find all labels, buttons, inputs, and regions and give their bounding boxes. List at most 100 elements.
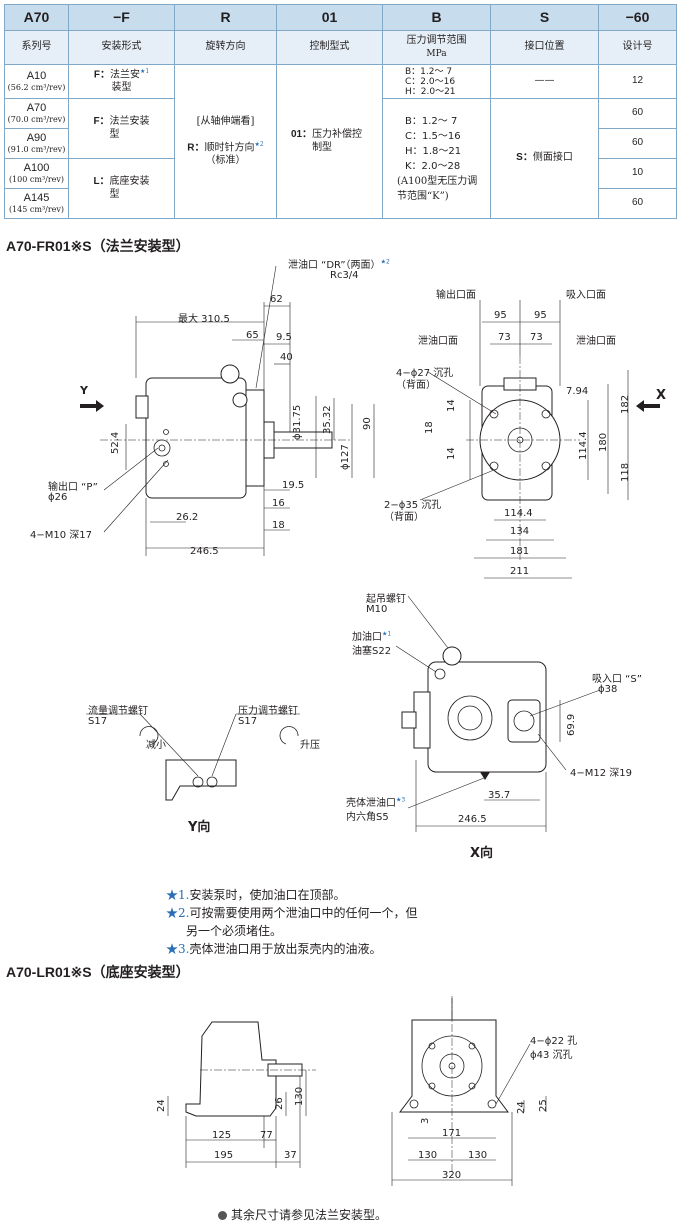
dim-211: 211 (510, 566, 530, 577)
dim-52-4: 52.4 (110, 431, 121, 454)
dim-9-5: 9.5 (276, 332, 292, 343)
dim-246-5: 246.5 (190, 546, 219, 557)
dim-125: 125 (212, 1130, 232, 1141)
y-view-caption: Y向 (188, 820, 211, 835)
phi26-label: ϕ26 (48, 492, 68, 503)
dim-114-4-vertical: 114.4 (578, 431, 589, 460)
drain-face-right-label: 泄油口面 (576, 336, 616, 347)
header-design: 设计号 (598, 30, 677, 65)
dim-26-2: 26.2 (176, 512, 199, 523)
dim-73-left: 73 (498, 332, 511, 343)
hex-label: 内六角S5 (346, 812, 389, 823)
dim-18: 18 (272, 520, 285, 531)
dim-95-left: 95 (494, 310, 507, 321)
dim-35-32: 35.32 (322, 405, 333, 434)
dim-phi127: ϕ127 (340, 444, 351, 470)
dim-14-bottom: 14 (446, 447, 457, 460)
dim-130-left: 130 (418, 1150, 438, 1161)
code-control: 01 (276, 4, 383, 31)
hole-27-sub-label: （背面） (396, 380, 436, 391)
dim-114-4-horizontal: 114.4 (504, 508, 533, 519)
dim-180: 180 (598, 432, 609, 452)
drain-dr-label: 泄油口 “DR”（两面）★2 (288, 258, 390, 271)
dim-phi31-75: ϕ31.75 (292, 404, 303, 440)
dim-195: 195 (214, 1150, 234, 1161)
pressure-screw-label: 压力调节螺钉 (238, 706, 298, 717)
model-a145: A145(145 cm³/rev) (4, 188, 69, 219)
bullet-icon (218, 1211, 227, 1220)
header-series: 系列号 (4, 30, 69, 65)
rotation-cell: [从轴伸端看] R：顺时针方向★2 （标准） (174, 64, 277, 219)
hole-35-sub-label: （背面） (384, 512, 424, 523)
dim-max-length: 最大 310.5 (178, 314, 230, 325)
header-control: 控制型式 (276, 30, 383, 65)
section-title-base: A70-LR01※S（底座安装型） (6, 964, 190, 980)
code-port: S (490, 4, 599, 31)
model-a90: A90(91.0 cm³/rev) (4, 128, 69, 159)
inlet-s-label: 吸入口 “S” (592, 674, 642, 685)
pressure-screw-size: S17 (238, 716, 258, 727)
dim-18: 18 (424, 421, 435, 434)
dim-35-7: 35.7 (488, 790, 511, 801)
side-view-drawing (80, 265, 660, 556)
dim-40: 40 (280, 352, 293, 363)
dim-118: 118 (620, 462, 631, 482)
note-item: ★1.安装泵时，使加油口在顶部。 (166, 888, 346, 902)
model-a70: A70(70.0 cm³/rev) (4, 98, 69, 129)
hole-35-label: 2−ϕ35 沉孔 (384, 500, 442, 511)
dim-24-front: 24 (516, 1101, 527, 1114)
decrease-label: 减小 (146, 740, 166, 751)
table-row: A70(70.0 cm³/rev) F：法兰安装型 B：1.2～ 7 C：1.5… (4, 98, 677, 219)
note-item: ★3.壳体泄油口用于放出泵壳内的油液。 (166, 942, 382, 956)
x-direction-marker: X (656, 388, 667, 403)
dim-320: 320 (442, 1170, 462, 1181)
header-rotation: 旋转方向 (174, 30, 277, 65)
mount-l: L：底座安装型 (68, 158, 175, 219)
flow-screw-label: 流量调节螺钉 (88, 706, 148, 717)
plug-label: 油塞S22 (352, 646, 392, 657)
section-title-flange: A70-FR01※S（法兰安装型） (6, 238, 190, 254)
dim-69-9: 69.9 (566, 713, 577, 736)
dim-19-5: 19.5 (282, 480, 305, 491)
x-view-caption: X向 (470, 846, 494, 861)
dim-65: 65 (246, 330, 259, 341)
dim-14-top: 14 (446, 399, 457, 412)
inlet-face-label: 吸入口面 (566, 290, 606, 301)
dim-130-right: 130 (468, 1150, 488, 1161)
dim-77: 77 (260, 1130, 273, 1141)
fill-port-label: 加油口★1 (352, 630, 392, 643)
model-code-table: A70 −F R 01 B S −60 系列号 安装形式 旋转方向 控制型式 压… (4, 4, 677, 219)
dim-182: 182 (620, 394, 631, 414)
footer-note: 其余尺寸请参见法兰安装型。 (218, 1206, 387, 1223)
dim-171: 171 (442, 1128, 462, 1139)
dim-62: 62 (270, 294, 283, 305)
code-design: −60 (598, 4, 677, 31)
y-direction-marker: Y (80, 384, 88, 397)
installation-notes: ★1.安装泵时，使加油口在顶部。 ★2.可按需要使用两个泄油口中的任何一个，但 … (166, 886, 417, 958)
hole-22-label: 4−ϕ22 孔 (530, 1036, 578, 1047)
flow-screw-size: S17 (88, 716, 108, 727)
table-row: A145(145 cm³/rev) 60 (4, 188, 677, 219)
hole-43-label: ϕ43 沉孔 (530, 1050, 573, 1061)
drain-face-left-label: 泄油口面 (418, 336, 458, 347)
hole-27-label: 4−ϕ27 沉孔 (396, 368, 454, 379)
dim-73-right: 73 (530, 332, 543, 343)
design-a70: 60 (598, 98, 677, 129)
base-front-drawing (391, 996, 547, 1186)
eye-bolt-size-label: M10 (366, 604, 388, 615)
dim-3: 3 (420, 1117, 431, 1124)
increase-label: 升压 (300, 740, 320, 751)
dim-95-right: 95 (534, 310, 547, 321)
dim-16: 16 (272, 498, 285, 509)
design-a145: 60 (598, 188, 677, 219)
y-view-drawing (86, 713, 300, 801)
m12-label: 4−M12 深19 (570, 768, 632, 779)
outlet-face-label: 输出口面 (436, 290, 476, 301)
phi38-label: ϕ38 (598, 684, 618, 695)
mount-f: F：法兰安装型 (68, 98, 175, 159)
table-row: A100(100 cm³/rev) L：底座安装型 10 (4, 158, 677, 219)
dim-130-height: 130 (294, 1086, 305, 1106)
rc-label: Rc3/4 (330, 270, 359, 281)
